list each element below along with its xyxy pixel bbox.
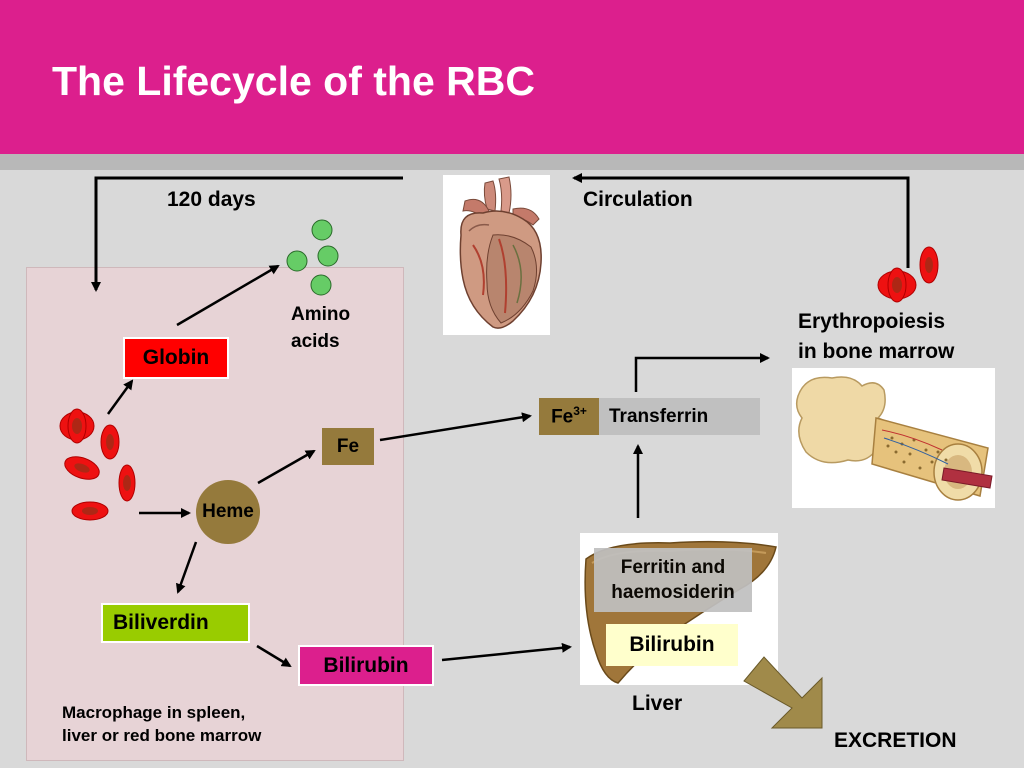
heme-label: Heme xyxy=(202,501,254,522)
fe3-label: Fe3+ xyxy=(551,404,587,428)
arrow-heme-to-biliverdin xyxy=(176,541,198,594)
amino-acid-molecule xyxy=(317,245,339,267)
heme-circle: Heme xyxy=(196,480,260,544)
ferritin-label-line1: Ferritin and xyxy=(620,557,726,578)
amino-acid-molecule xyxy=(286,250,308,272)
rbc-centers-macrophage xyxy=(72,418,131,515)
excretion-arrow xyxy=(743,656,823,729)
amino-acid-molecule xyxy=(311,219,333,241)
erythropoiesis-label-line2: in bone marrow xyxy=(798,340,955,363)
fe3-superscript: 3+ xyxy=(573,404,587,419)
transferrin-label: Transferrin xyxy=(609,405,709,427)
bilirubin-macrophage-label: Bilirubin xyxy=(323,653,409,677)
fe3-box: Fe3+ xyxy=(539,398,599,435)
fe-label: Fe xyxy=(336,435,360,457)
fe-box: Fe xyxy=(322,428,374,465)
bilirubin-macrophage-box: Bilirubin xyxy=(298,645,434,686)
macrophage-label-line1: Macrophage in spleen, xyxy=(62,703,246,722)
liver-label: Liver xyxy=(632,692,683,715)
slide-title: The Lifecycle of the RBC xyxy=(52,58,535,104)
excretion-label: EXCRETION xyxy=(834,729,957,752)
amino-acid-molecule xyxy=(310,274,332,296)
arrow-120-days xyxy=(91,176,403,292)
heart-illustration xyxy=(459,176,542,329)
arrow-globin-to-amino-acids xyxy=(176,264,280,327)
days-label: 120 days xyxy=(167,188,256,211)
amino-acids-label-line2: acids xyxy=(291,331,340,352)
arrow-heme-to-fe xyxy=(257,449,316,485)
heart-image xyxy=(443,175,550,335)
biliverdin-label: Biliverdin xyxy=(113,611,209,634)
rbc-centers-bone-marrow xyxy=(892,257,933,293)
bilirubin-liver-label: Bilirubin xyxy=(629,633,715,656)
header-band xyxy=(0,154,1024,170)
bone-marrow-image xyxy=(792,368,995,508)
globin-label: Globin xyxy=(142,346,210,369)
amino-acids-cluster xyxy=(286,219,339,296)
arrow-fe-to-transferrin xyxy=(379,412,532,442)
arrow-biliverdin-to-bilirubin xyxy=(256,644,292,668)
rbc-cluster-macrophage xyxy=(59,408,136,521)
bilirubin-liver-box: Bilirubin xyxy=(606,624,738,666)
ferritin-label-line2: haemosiderin xyxy=(611,582,735,603)
arrow-circulation xyxy=(572,173,910,268)
arrow-bilirubin-to-liver xyxy=(441,642,572,662)
globin-box: Globin xyxy=(123,337,229,379)
amino-acids-label-line1: Amino xyxy=(291,304,351,325)
slide-header xyxy=(0,0,1024,154)
arrow-rbc-to-globin xyxy=(106,379,134,415)
biliverdin-box: Biliverdin xyxy=(101,603,250,643)
erythropoiesis-label-line1: Erythropoiesis xyxy=(798,310,946,333)
circulation-label: Circulation xyxy=(583,188,693,211)
bone-illustration xyxy=(795,376,993,501)
transferrin-box: Transferrin xyxy=(599,398,760,435)
arrow-transferrin-to-bone-marrow xyxy=(634,353,770,392)
ferritin-box: Ferritin and haemosiderin xyxy=(594,548,752,612)
fe3-base: Fe xyxy=(551,406,574,428)
macrophage-label-line2: liver or red bone marrow xyxy=(62,726,262,745)
